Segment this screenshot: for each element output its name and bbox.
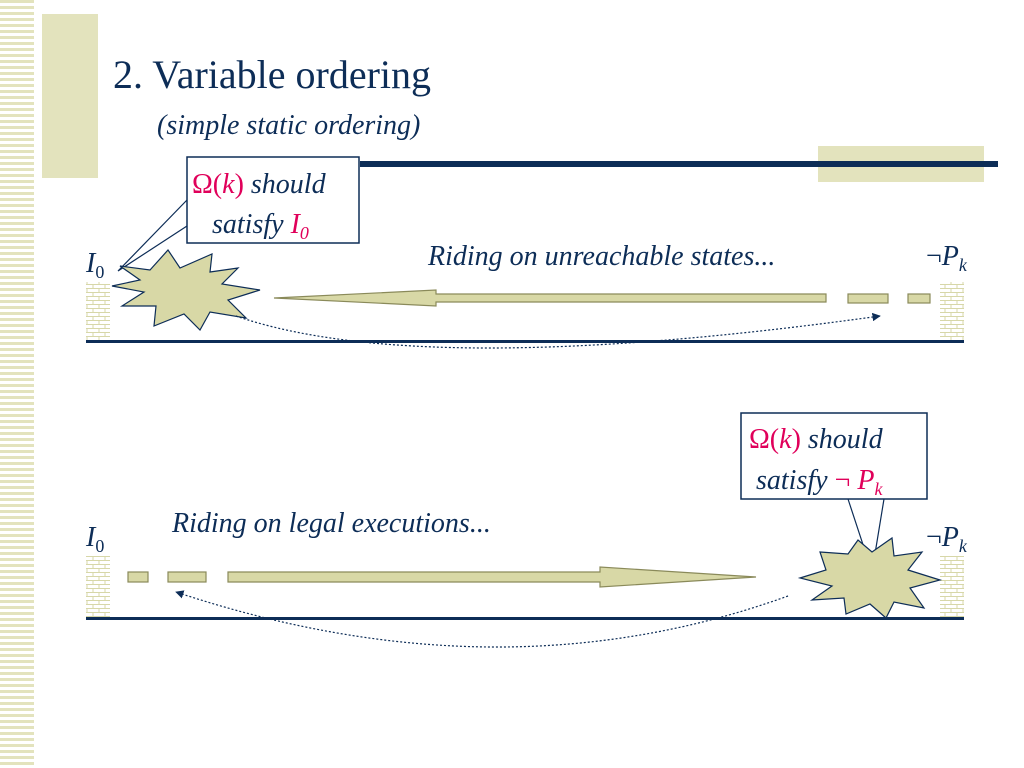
slide-title: 2. Variable ordering — [113, 52, 431, 97]
bottom-left-wall — [86, 556, 110, 618]
top-left-wall — [86, 282, 110, 340]
bottom-start-label: I0 — [85, 522, 104, 556]
bottom-arrow-dash-2 — [167, 571, 207, 583]
bottom-callout-box — [740, 412, 928, 500]
bottom-panel: Ω(k) should satisfy ¬ Pk Riding on legal… — [85, 412, 968, 648]
top-end-label: ¬Pk — [926, 241, 968, 275]
top-right-wall — [940, 282, 964, 340]
top-arrow-dash-1 — [847, 293, 889, 304]
title-accent-block — [42, 14, 98, 178]
top-arrow-dash-2 — [907, 293, 931, 304]
top-left-arrow — [273, 289, 827, 307]
header-rule — [360, 161, 998, 167]
top-callout-line2: satisfy I0 — [212, 209, 309, 243]
top-callout-box — [186, 156, 360, 244]
top-baseline — [86, 340, 964, 343]
left-stripe-band — [0, 0, 34, 768]
slide-subtitle: (simple static ordering) — [157, 110, 420, 141]
bottom-baseline — [86, 617, 964, 620]
top-caption: Riding on unreachable states... — [427, 241, 775, 272]
bottom-right-arrow — [227, 566, 757, 588]
top-callout-line1: Ω(k) should — [192, 169, 327, 200]
top-callout-pointer — [117, 199, 188, 272]
bottom-caption: Riding on legal executions... — [171, 508, 491, 539]
bottom-end-label: ¬Pk — [926, 522, 968, 556]
bottom-arrow-dash-1 — [127, 571, 149, 583]
bottom-starburst — [797, 536, 943, 619]
bottom-callout-line1: Ω(k) should — [749, 424, 884, 455]
top-start-label: I0 — [85, 248, 104, 282]
bottom-right-wall — [940, 556, 964, 618]
bottom-callout-line2: satisfy ¬ Pk — [756, 465, 883, 499]
top-dotted-arc — [235, 312, 881, 349]
top-starburst — [111, 249, 261, 331]
top-panel: Ω(k) should satisfy I0 I0 Riding on unre… — [85, 156, 968, 349]
